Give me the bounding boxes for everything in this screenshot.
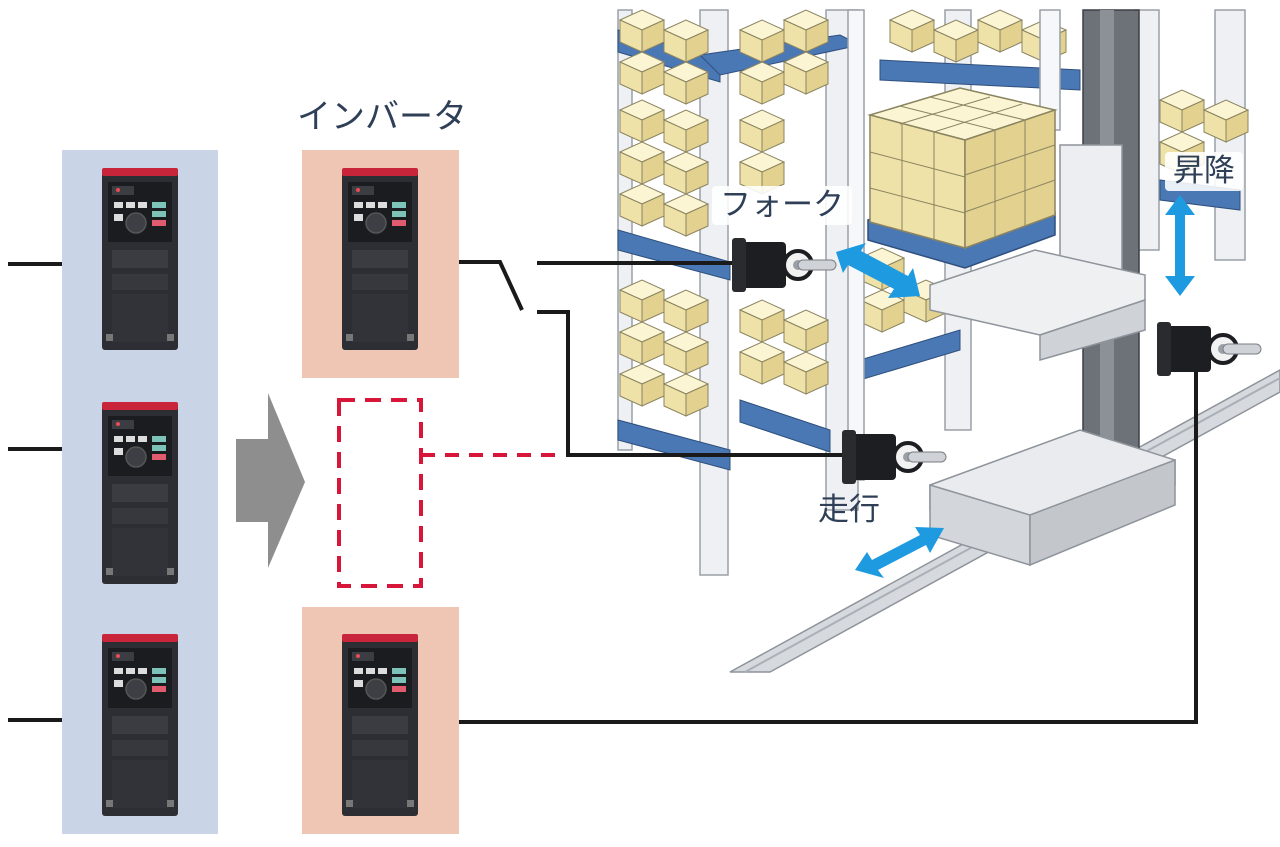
transition-arrow-icon [236,393,305,568]
double-arrow-icon [836,195,1195,578]
lift-label: 昇降 [1165,152,1243,191]
warehouse-scene [617,9,1280,673]
inverter-label: インバータ [297,97,467,137]
servo-motor-icon [730,236,838,294]
inverter-icon [101,401,179,585]
inverter-icon [341,633,419,817]
removed-inverter-outline [337,398,423,588]
servo-motor-icon [1155,320,1263,378]
inverter-icon [341,167,419,351]
inverter-icon [101,167,179,351]
fork-label: フォーク [712,186,852,225]
inverter-icon [101,633,179,817]
servo-motor-icon [840,428,948,486]
travel-label: 走行 [818,492,880,528]
wiring [8,260,1198,724]
